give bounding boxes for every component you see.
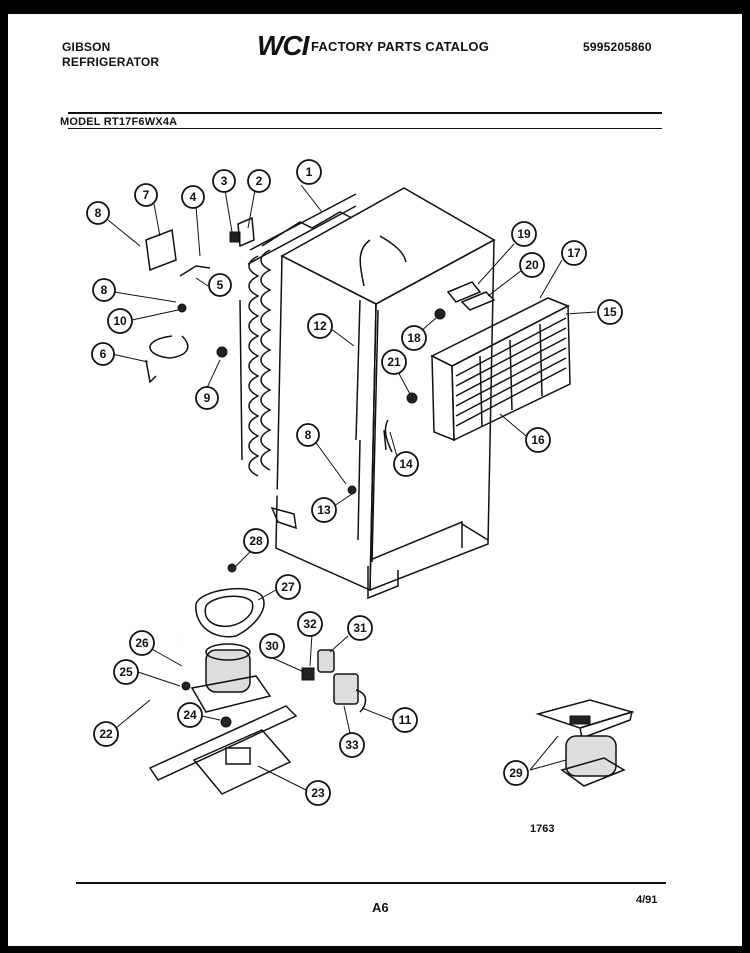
svg-text:21: 21: [387, 355, 401, 369]
cabinet-drawing: [275, 187, 496, 600]
condenser-coil: [239, 193, 357, 477]
svg-text:29: 29: [509, 766, 523, 780]
wci-logo: WCI: [257, 30, 309, 61]
callout-18: 18: [401, 325, 427, 351]
svg-text:8: 8: [305, 428, 312, 442]
svg-text:33: 33: [345, 738, 359, 752]
evaporator-coil: [430, 297, 571, 442]
svg-text:20: 20: [525, 258, 539, 272]
callout-6: 6: [91, 342, 115, 366]
callout-17: 17: [561, 240, 587, 266]
callout-2: 2: [247, 169, 271, 193]
callout-13: 13: [311, 497, 337, 523]
svg-text:19: 19: [517, 227, 531, 241]
catalog-sheet: [8, 14, 742, 946]
svg-text:24: 24: [183, 708, 197, 722]
small-parts: [145, 216, 496, 541]
svg-text:8: 8: [101, 283, 108, 297]
replacement-compressor: [535, 699, 635, 787]
svg-text:13: 13: [317, 503, 331, 517]
svg-text:6: 6: [100, 347, 107, 361]
callout-10: 10: [107, 308, 133, 334]
callout-3: 3: [212, 169, 236, 193]
callout-8-upper: 8: [86, 201, 110, 225]
callout-19: 19: [511, 221, 537, 247]
drain-tube: [162, 491, 283, 641]
callout-16: 16: [525, 427, 551, 453]
svg-text:10: 10: [113, 314, 127, 328]
footer-rule: [76, 882, 666, 884]
svg-text:23: 23: [311, 786, 325, 800]
svg-text:9: 9: [204, 391, 211, 405]
svg-text:17: 17: [567, 246, 581, 260]
svg-text:32: 32: [303, 617, 317, 631]
diagram-id: 1763: [530, 823, 555, 835]
svg-text:18: 18: [407, 331, 421, 345]
callout-4: 4: [181, 185, 205, 209]
svg-text:2: 2: [256, 174, 263, 188]
brand-name: GIBSON: [62, 40, 111, 54]
svg-text:12: 12: [313, 319, 327, 333]
svg-text:16: 16: [531, 433, 545, 447]
drain-fitting: [270, 506, 297, 530]
callout-24: 24: [177, 702, 203, 728]
callout-29: 29: [503, 760, 529, 786]
catalog-number: 5995205860: [583, 40, 652, 54]
callout-8-center: 8: [296, 423, 320, 447]
svg-text:15: 15: [603, 305, 617, 319]
svg-text:14: 14: [399, 457, 413, 471]
svg-text:5: 5: [217, 278, 224, 292]
svg-text:11: 11: [399, 713, 412, 727]
callout-21: 21: [381, 349, 407, 375]
svg-text:8: 8: [95, 206, 102, 220]
svg-text:31: 31: [353, 621, 367, 635]
drain-tube-inner: [160, 489, 283, 642]
svg-text:3: 3: [221, 174, 228, 188]
callout-30: 30: [259, 633, 285, 659]
callout-15: 15: [597, 299, 623, 325]
svg-text:25: 25: [119, 665, 133, 679]
svg-text:1: 1: [306, 165, 313, 179]
drain-pan: [195, 563, 265, 638]
callout-32: 32: [297, 611, 323, 637]
callout-28: 28: [243, 528, 269, 554]
callout-5: 5: [208, 273, 232, 297]
callout-9: 9: [195, 386, 219, 410]
svg-text:4: 4: [190, 190, 197, 204]
callout-11: 11: [392, 707, 418, 733]
callout-31: 31: [347, 615, 373, 641]
catalog-title: FACTORY PARTS CATALOG: [311, 39, 490, 54]
page-number: A6: [372, 900, 389, 915]
callout-7: 7: [134, 183, 158, 207]
electrical-components: [301, 649, 367, 713]
callout-23: 23: [305, 780, 331, 806]
callout-1: 1: [296, 159, 322, 185]
compressor: [181, 643, 272, 728]
base-frame: [148, 705, 298, 795]
svg-text:26: 26: [135, 636, 149, 650]
callout-12: 12: [307, 313, 333, 339]
callout-22: 22: [93, 721, 119, 747]
model-number: MODEL RT17F6WX4A: [60, 116, 178, 128]
svg-text:30: 30: [265, 639, 279, 653]
svg-text:22: 22: [99, 727, 113, 741]
callout-25: 25: [113, 659, 139, 685]
callout-27: 27: [275, 574, 301, 600]
svg-text:28: 28: [249, 534, 263, 548]
header-rule: [68, 112, 662, 114]
callout-14: 14: [393, 451, 419, 477]
product-type: REFRIGERATOR: [62, 55, 160, 69]
callout-20: 20: [519, 252, 545, 278]
svg-text:7: 7: [143, 188, 150, 202]
callout-33: 33: [339, 732, 365, 758]
svg-text:27: 27: [281, 580, 295, 594]
date-code: 4/91: [636, 894, 658, 906]
header-rule-thin: [68, 128, 662, 129]
callout-8-left: 8: [92, 278, 116, 302]
callout-bubbles: 1 2 3 4 5 6 7 8 8 8 9 10 11 12 13 14 15 …: [86, 159, 623, 806]
callout-26: 26: [129, 630, 155, 656]
